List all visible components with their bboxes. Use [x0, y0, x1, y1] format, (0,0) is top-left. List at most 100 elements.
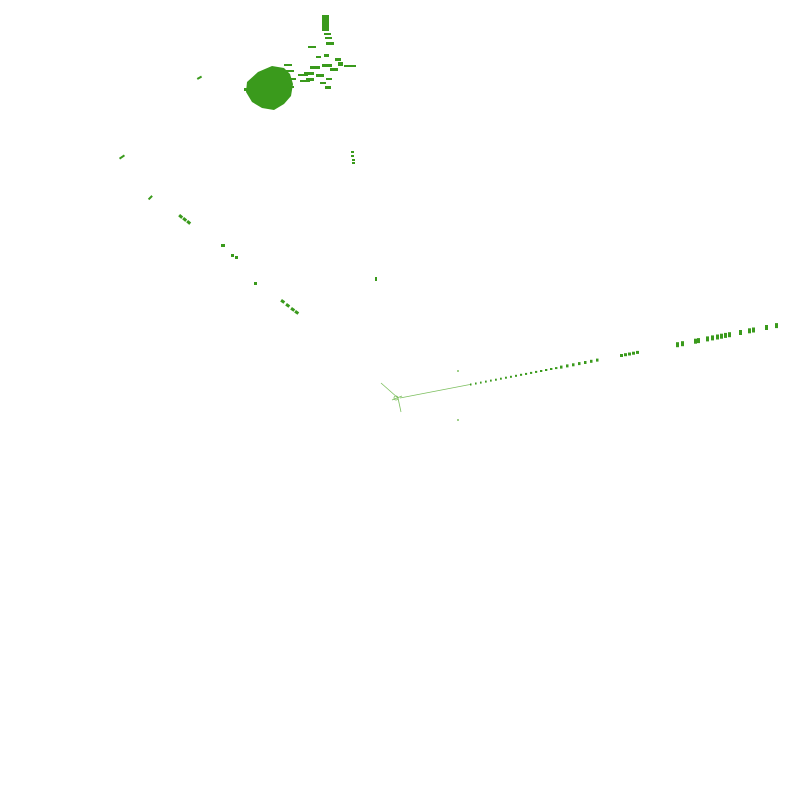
dash: [304, 72, 314, 75]
cluster-tick: [298, 74, 308, 76]
dash: [118, 154, 126, 160]
ray-dash: [681, 341, 684, 347]
dash: [308, 46, 316, 48]
ray-dash: [584, 361, 587, 364]
origin-dot: [456, 369, 459, 372]
top-cluster: [244, 64, 310, 110]
origin-dot: [393, 395, 399, 401]
dash: [351, 155, 354, 157]
ray-dash: [515, 374, 517, 377]
dash: [326, 78, 332, 80]
dash: [352, 162, 355, 164]
origin-dot: [456, 418, 459, 421]
ray-dash: [535, 370, 538, 373]
ray-dash: [697, 338, 700, 344]
dash: [294, 310, 300, 315]
cluster-tick: [288, 86, 294, 88]
dash: [375, 277, 377, 281]
dash: [322, 64, 332, 67]
ray-dash: [572, 363, 575, 367]
dash: [330, 68, 338, 71]
ray-dash: [475, 382, 477, 385]
ray-dash: [711, 335, 714, 341]
dash: [324, 33, 331, 35]
ray-dash: [628, 352, 631, 356]
ray-dash: [525, 372, 528, 375]
dash: [182, 216, 188, 222]
ray-dash: [728, 332, 731, 338]
cluster-tick: [286, 70, 294, 72]
dash: [316, 56, 321, 58]
ray-dash: [490, 379, 492, 382]
ray-dash: [545, 369, 548, 371]
ray-dash: [500, 377, 502, 380]
origin-stroke: [391, 395, 403, 401]
dash: [325, 86, 331, 89]
ray-dash: [624, 353, 627, 357]
center-origin: [380, 369, 459, 421]
dash: [352, 159, 355, 161]
ray-dash: [694, 338, 697, 344]
dash: [290, 307, 296, 312]
ray-dash: [540, 370, 543, 372]
dash: [196, 75, 203, 80]
dash: [351, 151, 354, 153]
ray-dash: [620, 354, 623, 357]
top-right-cluster: [196, 15, 356, 89]
ray-dash: [748, 328, 751, 334]
cluster-tick: [244, 88, 248, 91]
ray-dash: [530, 371, 533, 374]
cluster-blob: [246, 66, 293, 110]
ray-dash: [765, 325, 768, 330]
ray-dash: [550, 368, 553, 370]
ray-dash: [706, 336, 709, 342]
cluster-tick: [284, 64, 292, 66]
ray-dash: [578, 362, 581, 366]
ray-dash: [485, 380, 487, 383]
ray-dash: [720, 333, 723, 339]
origin-stroke: [380, 382, 399, 399]
dash: [335, 58, 341, 61]
cluster-tick: [300, 80, 310, 82]
ray-dash: [632, 351, 635, 355]
dash: [280, 299, 286, 304]
ray-dash: [520, 373, 523, 376]
ray-dash: [724, 332, 727, 338]
dash: [325, 37, 332, 39]
ray-dash: [566, 364, 569, 368]
dash: [254, 282, 257, 285]
dash: [316, 74, 324, 77]
ray-dash: [510, 375, 512, 378]
ray-dash: [636, 350, 639, 354]
diagonal-dashes: [118, 154, 300, 315]
dash: [186, 219, 192, 225]
dash: [320, 82, 326, 84]
ray-line: [399, 384, 471, 399]
dash: [310, 66, 320, 69]
dash: [178, 213, 184, 219]
ray-dash: [739, 330, 742, 335]
dash: [306, 78, 314, 81]
dash: [324, 54, 329, 57]
ray-dashes: [399, 323, 778, 399]
dash: [147, 195, 153, 201]
dash: [344, 65, 356, 67]
ray-dash: [470, 383, 472, 386]
ray-dash: [775, 323, 778, 329]
dash: [221, 244, 225, 247]
ray-dash: [716, 334, 719, 340]
dash: [231, 254, 234, 257]
ray-dash: [560, 365, 563, 369]
dash: [338, 62, 343, 66]
ray-dash: [752, 327, 755, 333]
ray-dash: [555, 367, 558, 370]
dash: [326, 42, 334, 45]
ray-dash: [676, 342, 679, 348]
dash: [285, 303, 291, 308]
ray-dash: [505, 376, 507, 379]
ray-dash: [480, 381, 482, 384]
mid-marks: [351, 151, 377, 281]
vertical-bar: [322, 15, 329, 31]
ray-dash: [590, 359, 593, 363]
